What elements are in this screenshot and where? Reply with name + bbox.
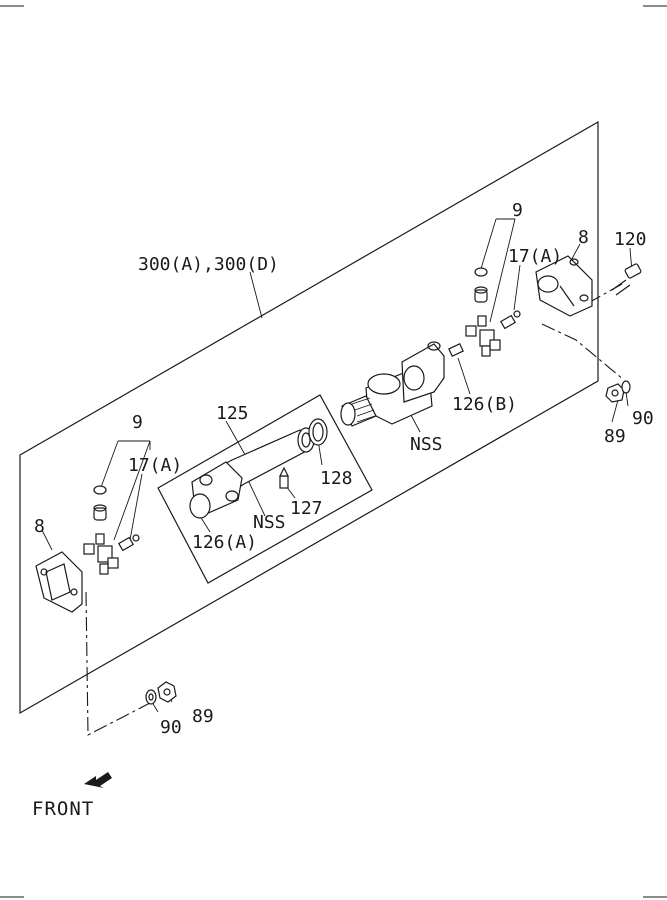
label-bearing-cap-126b: 126(B) [452,394,517,415]
label-flange-left-8: 8 [34,516,45,537]
label-front: FRONT [32,798,94,820]
grease-fitting-right [499,310,521,330]
label-grease-nipple-127: 127 [290,498,323,519]
label-washer-90-left: 90 [160,717,182,738]
tube-subassembly-boundary [157,394,373,584]
leader-lines [41,218,633,713]
bolt-120 [611,263,642,296]
flange-yoke-left [35,551,83,613]
label-nut-89-left: 89 [192,706,214,727]
nut-89-right [605,383,625,403]
washer-90-left [145,689,157,705]
label-nut-89-right: 89 [604,426,626,447]
label-nss-right: NSS [410,434,443,455]
label-fitting-right-17a: 17(A) [508,246,562,267]
ujoint-cross-right [465,315,501,357]
grease-fitting-left [117,534,140,552]
slip-yoke-assembly [340,341,445,427]
bearing-caps-right [474,267,488,303]
bearing-cap-126b [448,343,464,357]
label-snap-ring-128: 128 [320,468,353,489]
washer-90-right [621,380,631,394]
label-fitting-left-17a: 17(A) [128,455,182,476]
label-flange-right-8: 8 [578,227,589,248]
bearing-caps-left [93,485,107,521]
ujoint-cross-left [83,533,119,575]
label-tube-125: 125 [216,403,249,424]
nut-89-left [157,681,177,703]
label-bolt-120: 120 [614,229,647,250]
installation-lines [85,283,625,736]
label-cross-right-9: 9 [512,200,523,221]
bearing-cap-126a [189,493,211,519]
front-arrow-icon [84,772,112,788]
label-cross-left-9: 9 [132,412,143,433]
crop-marks [0,5,667,898]
label-nss-left: NSS [253,512,286,533]
label-washer-90-right: 90 [632,408,654,429]
assembly-boundary [19,120,599,715]
grease-nipple-127 [279,466,289,489]
flange-yoke-right [535,255,593,317]
snap-ring-128 [308,418,328,446]
label-assembly-300: 300(A),300(D) [138,254,279,275]
label-bearing-cap-126a: 126(A) [192,532,257,553]
